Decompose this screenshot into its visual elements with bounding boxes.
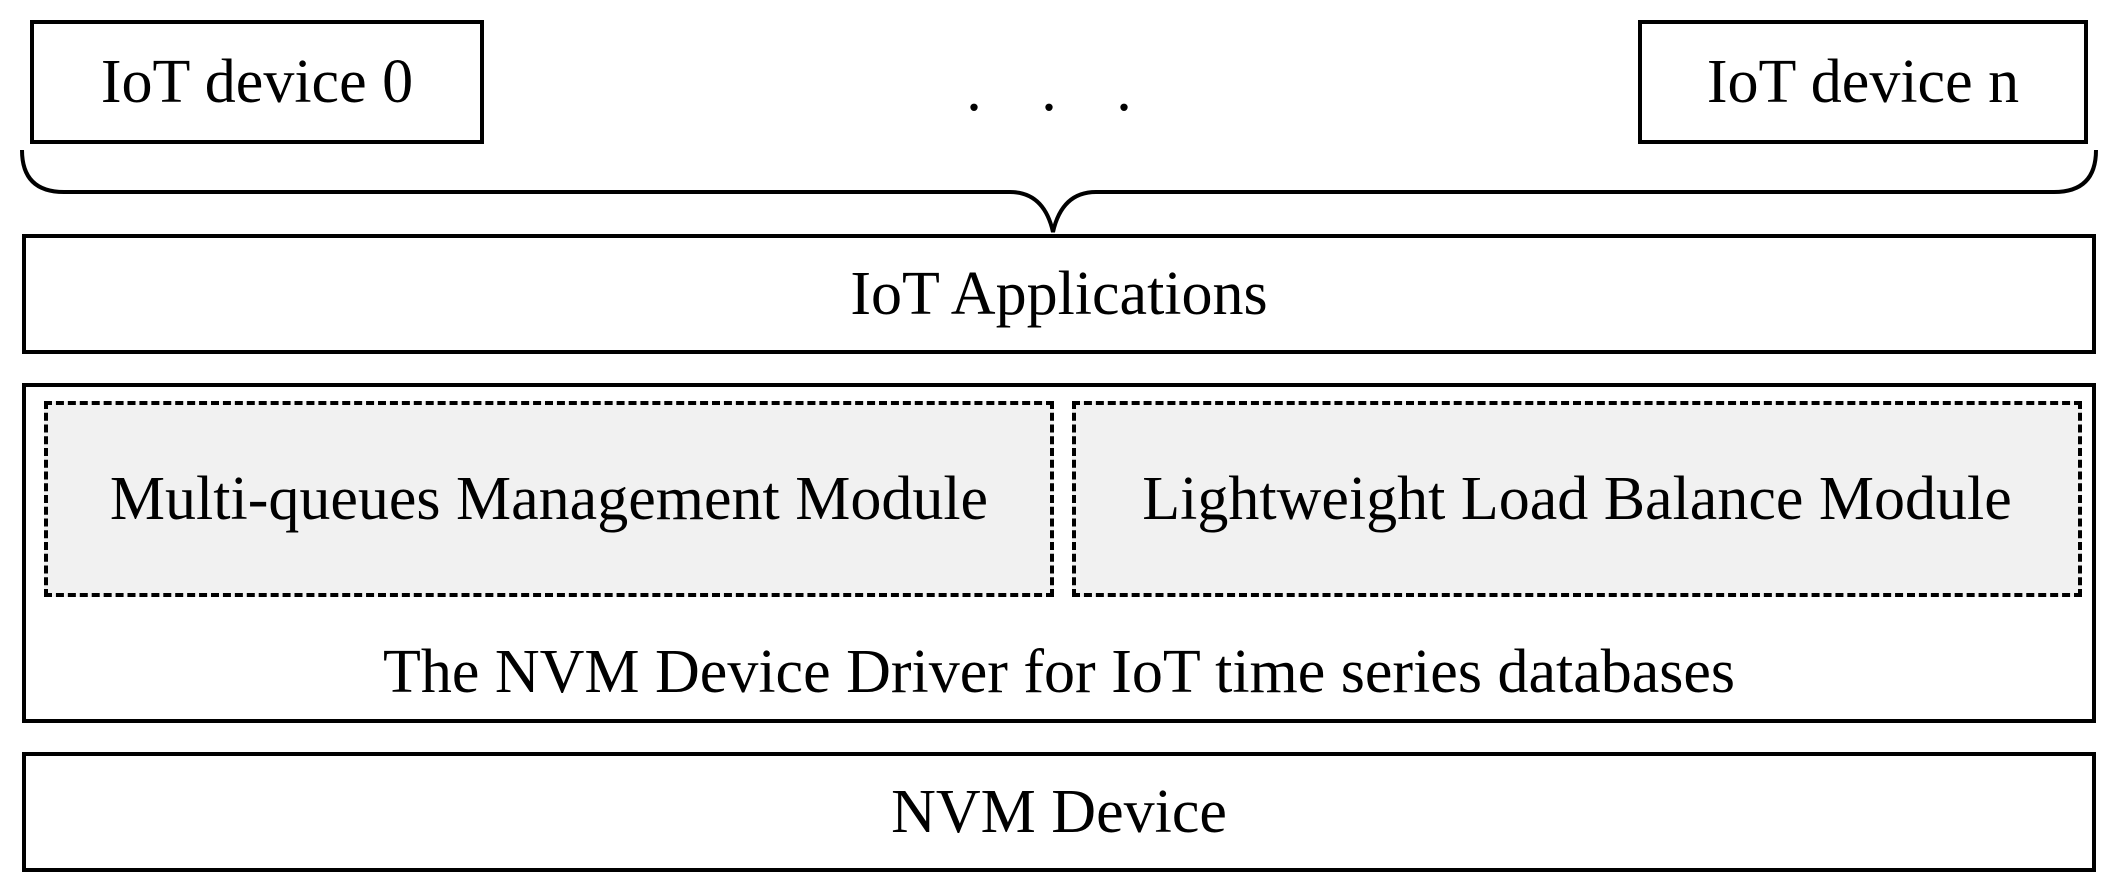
multi-queues-management-module: Multi-queues Management Module xyxy=(44,401,1054,597)
nvm-driver-layer: Multi-queues Management Module Lightweig… xyxy=(22,383,2096,723)
iot-device-0-box: IoT device 0 xyxy=(30,20,484,144)
iot-device-n-label: IoT device n xyxy=(1706,48,2020,116)
iot-device-0-label: IoT device 0 xyxy=(100,48,414,116)
nvm-driver-label: The NVM Device Driver for IoT time serie… xyxy=(382,638,1736,706)
multi-queues-module-label: Multi-queues Management Module xyxy=(109,464,989,533)
iot-applications-layer: IoT Applications xyxy=(22,234,2096,354)
lightweight-load-balance-module: Lightweight Load Balance Module xyxy=(1072,401,2082,597)
load-balance-module-label: Lightweight Load Balance Module xyxy=(1142,464,2012,533)
brace-path xyxy=(20,149,2098,233)
iot-applications-label: IoT Applications xyxy=(850,260,1268,328)
nvm-device-layer: NVM Device xyxy=(22,752,2096,872)
nvm-device-label: NVM Device xyxy=(891,778,1227,846)
iot-device-n-box: IoT device n xyxy=(1638,20,2088,144)
device-ellipsis: . . . xyxy=(966,56,1154,124)
